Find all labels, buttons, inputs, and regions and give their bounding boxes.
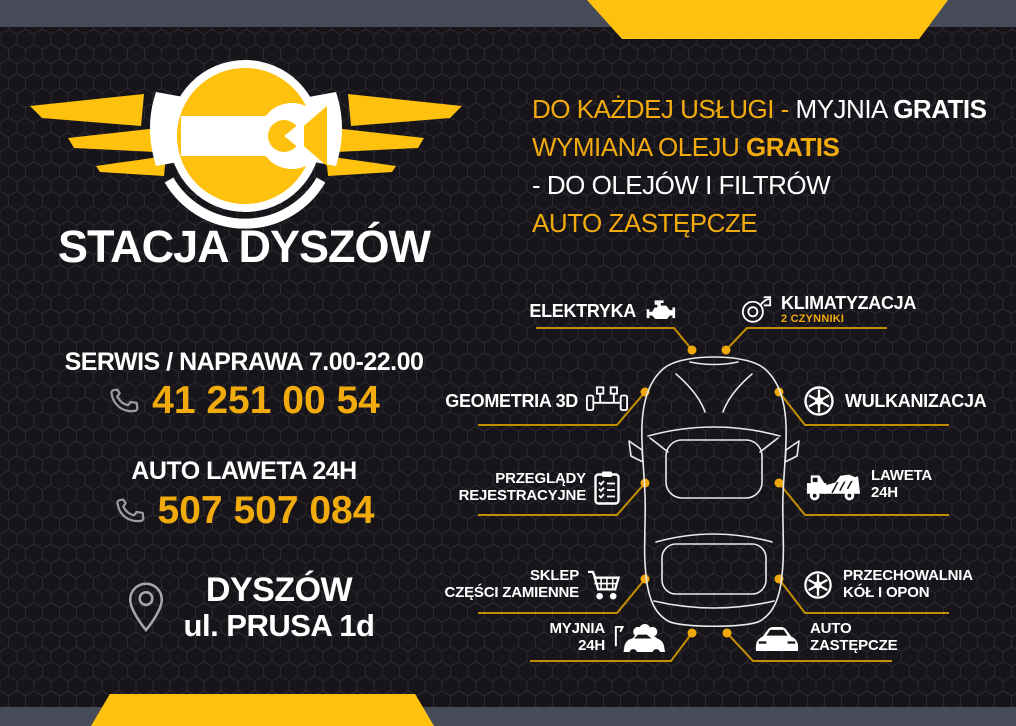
- service-elektryka: ELEKTRYKA: [500, 296, 676, 326]
- service-przechowalnia-kol: PRZECHOWALNIA KÓŁ I OPON: [803, 564, 973, 606]
- service-wulkanizacja: WULKANIZACJA: [803, 384, 987, 418]
- address-lines: DYSZÓW ul. PRUSA 1d: [183, 571, 375, 644]
- offer-line-3: - DO OLEJÓW I FILTRÓW: [532, 170, 831, 200]
- service-laweta-24h: LAWETA 24H: [805, 465, 932, 505]
- service-label: PRZECHOWALNIA: [843, 567, 973, 585]
- service-label: WULKANIZACJA: [845, 390, 987, 411]
- phone-number-serwis: 41 251 00 54: [152, 379, 380, 422]
- car-icon: [755, 626, 799, 651]
- brand-title: STACJA DYSZÓW: [57, 221, 431, 272]
- clipboard-icon: [594, 471, 620, 505]
- offer-text: DO KAŻDEJ USŁUGI - MYJNIA GRATIS WYMIANA…: [532, 90, 987, 242]
- service-label-2: CZĘŚCI ZAMIENNE: [444, 584, 579, 601]
- service-label: PRZEGLĄDY: [495, 470, 586, 488]
- service-label: LAWETA: [871, 467, 933, 485]
- service-label: MYJNIA: [549, 620, 606, 638]
- laweta-heading: AUTO LAWETA 24H: [131, 457, 357, 485]
- service-label: SKLEP: [529, 567, 579, 585]
- shopping-cart-icon: [587, 570, 620, 600]
- phone-icon: [115, 498, 144, 523]
- service-label-2: 24H: [578, 637, 605, 654]
- service-przeglady-rejestracyjne: PRZEGLĄDY REJESTRACYJNE: [448, 468, 620, 508]
- tow-truck-icon: [806, 474, 861, 501]
- service-sublabel: 2 CZYNNIKI: [781, 312, 845, 325]
- alloy-wheel-icon: [804, 386, 834, 416]
- offer-line-1: DO KAŻDEJ USŁUGI - MYJNIA GRATIS: [532, 94, 987, 124]
- service-geometria-3d: GEOMETRIA 3D: [432, 384, 628, 418]
- service-label: GEOMETRIA 3D: [445, 390, 578, 411]
- address-block: DYSZÓW ul. PRUSA 1d: [70, 571, 430, 644]
- car-wash-icon: [614, 623, 666, 654]
- address-city: DYSZÓW: [205, 571, 353, 609]
- connector-dots: [640, 345, 784, 638]
- service-label-2: 24H: [871, 484, 898, 501]
- phone-row-laweta: 507 507 084: [18, 489, 470, 533]
- service-sklep-czesci: SKLEP CZĘŚCI ZAMIENNE: [440, 564, 620, 606]
- turbo-icon: [741, 295, 772, 323]
- service-label-2: REJESTRACYJNE: [458, 487, 587, 504]
- phone-row-serwis: 41 251 00 54: [18, 379, 470, 423]
- offer-line-4: AUTO ZASTĘPCZE: [532, 208, 758, 238]
- winged-wrench-logo-icon: [30, 60, 462, 229]
- axle-icon: [586, 386, 628, 412]
- service-label-2: ZASTĘPCZE: [810, 637, 898, 654]
- service-auto-zastepcze: AUTO ZASTĘPCZE: [753, 620, 898, 656]
- service-klimatyzacja: KLIMATYZACJA 2 CZYNNIKI: [741, 290, 916, 328]
- service-label: ELEKTRYKA: [529, 300, 636, 321]
- service-label-2: KÓŁ I OPON: [843, 584, 930, 601]
- service-myjnia-24h: MYJNIA 24H: [508, 620, 666, 656]
- connector-lines: [478, 327, 949, 662]
- phone-number-laweta: 507 507 084: [157, 489, 375, 532]
- location-pin-icon: [128, 582, 163, 632]
- alloy-wheel-icon: [804, 571, 832, 599]
- phone-icon: [110, 388, 139, 413]
- serwis-heading: SERWIS / NAPRAWA 7.00-22.00: [64, 348, 424, 376]
- service-label: KLIMATYZACJA: [781, 292, 917, 313]
- car-top-view-outline: [628, 356, 800, 628]
- service-label: AUTO: [810, 620, 852, 638]
- top-yellow-trapezoid: [587, 0, 948, 39]
- offer-line-2: WYMIANA OLEJU GRATIS: [532, 132, 840, 162]
- address-street: ul. PRUSA 1d: [183, 608, 375, 644]
- bottom-yellow-trapezoid: [91, 694, 434, 726]
- engine-icon: [646, 300, 676, 319]
